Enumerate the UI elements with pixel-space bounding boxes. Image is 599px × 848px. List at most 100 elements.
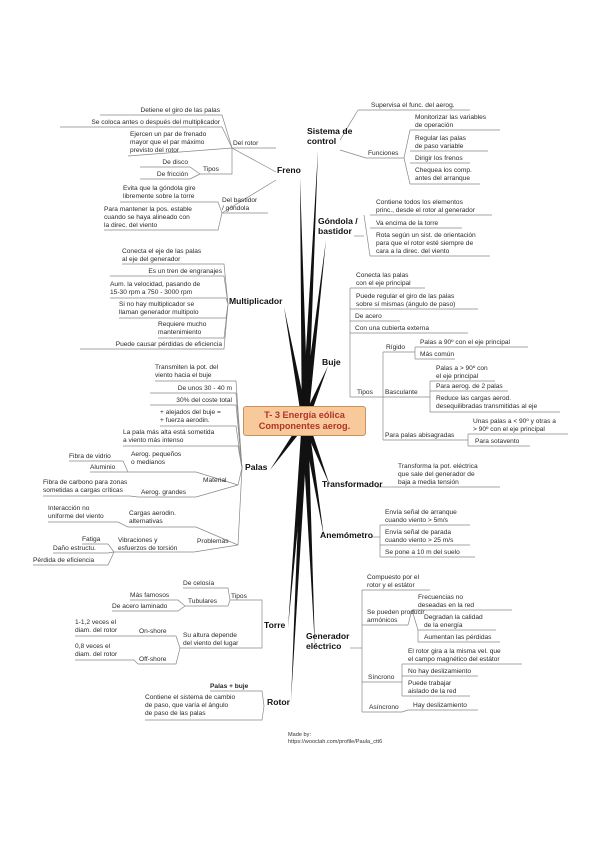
branch-generador-line1: Generador (306, 631, 350, 641)
torre-offshore-desc-1: 0,8 veces el (75, 643, 111, 650)
buje-bas-1a: Palas a > 90º con (436, 365, 488, 372)
connector-42 (138, 647, 181, 665)
buje-conecta-1: Conecta las palas (356, 272, 409, 279)
freno-evita: Evita que la góndola gire libremente sob… (123, 185, 196, 201)
torre-onshore-desc: 1-1,2 veces el diam. del rotor (75, 619, 117, 635)
connector-23 (128, 471, 239, 486)
connector-24 (43, 495, 139, 498)
buje-cubierta: Con una cubierta externa (355, 325, 430, 332)
connector-32 (114, 544, 239, 553)
buje-regular-1: Puede regular el giro de las palas (356, 293, 455, 300)
connector-37 (185, 599, 231, 607)
gen-producir-1: Se pueden producir (367, 609, 425, 616)
connector-33 (237, 467, 243, 546)
buje-bas-2: Para aerog. de 2 palas (436, 383, 503, 390)
sistema-chequea: Chequea los comp. antes del arranque (415, 167, 472, 183)
palas-tamano: De unos 30 - 40 m (177, 385, 232, 392)
freno-ejercen: Ejercen un par de frenado mayor que el p… (130, 131, 206, 156)
mult-aum-1: Aum. la velocidad, pasando de (110, 281, 201, 288)
palas-material: Material (203, 477, 227, 484)
gen-compuesto-1: Compuesto por el (367, 574, 420, 581)
gen-sin-1b: el campo magnético del estátor (408, 656, 500, 664)
central-rays (270, 150, 330, 701)
branch-gondola-line2: bastidor (318, 226, 352, 236)
anemometro-arranque-1: Envía señal de arranque (385, 509, 457, 516)
mult-conecta-2: al eje del generador (122, 256, 181, 264)
palas-carbono-2: sometidas a cargas críticas (43, 487, 123, 495)
branch-transformador: Transformador (322, 479, 383, 489)
torre-tubulares: Tubulares (188, 598, 218, 605)
torre-tipos: Tipos (231, 593, 247, 600)
connector-34 (183, 587, 231, 601)
branch-sistema-line1: Sistema de (307, 126, 353, 136)
freno-ejercen-3: previsto del rotor (130, 147, 180, 155)
palas-coste: 30% del coste total (176, 397, 232, 404)
branch-multiplicador: Multiplicador (229, 296, 283, 306)
branch-generador: Generador eléctrico (306, 631, 349, 651)
mult-sin-mult: Si no hay multiplicador se llaman genera… (119, 301, 199, 317)
central-topic-line1: T- 3 Energía eólica (264, 410, 345, 420)
buje-tipos: Tipos (357, 389, 373, 396)
freno-disco: De disco (162, 159, 188, 166)
anemometro-arranque: Envía señal de arranque cuando viento > … (385, 509, 457, 525)
palas-fuerza-1: + alejados del buje = (160, 409, 221, 416)
connector-53 (403, 157, 411, 185)
freno-mantener-1: Para mantener la pos. estable (104, 206, 192, 213)
gen-sin-1a: El rotor gira a la misma vel. que (408, 648, 501, 655)
connector-11 (110, 275, 229, 305)
palas-fuerza: + alejados del buje = + fuerza aerodin. (160, 409, 221, 425)
freno-evita-1: Evita que la góndola gire (123, 185, 196, 192)
anemometro-suelo: Se pone a 10 m del suelo (385, 549, 460, 556)
gen-producir: Se pueden producir armónicos (367, 609, 425, 625)
connector-28 (128, 526, 239, 546)
gen-compuesto: Compuesto por el rotor y el estátor (367, 574, 419, 590)
freno-mantener: Para mantener la pos. estable cuando se … (104, 206, 192, 231)
buje-regular-2: sobre sí mismas (ángulo de paso) (356, 301, 456, 309)
connector-2 (127, 147, 233, 157)
freno-bastidor-2: / góndola (222, 205, 250, 213)
anemometro-arranque-2: cuando viento > 5m/s (385, 517, 448, 525)
buje-rigido: Rígido (386, 344, 406, 351)
palas-transmiten-2: viento hacia el buje (155, 372, 212, 380)
freno-ejercen-2: mayor que el par máximo (130, 139, 205, 147)
central-topic-line2: Componentes aerog. (258, 421, 351, 431)
gen-aumentan: Aumentan las pérdidas (424, 634, 492, 641)
connector-26 (237, 467, 243, 486)
branch-anemometro: Anemómetro (320, 530, 374, 540)
mult-sin-mult-2: llaman generador multipolo (119, 309, 199, 317)
gen-sincrono: Síncrono (368, 674, 395, 681)
connector-27 (48, 521, 129, 528)
mult-mant-2: mantenimiento (158, 329, 202, 337)
connector-1 (60, 126, 233, 149)
buje-bas-1b: el eje principal (436, 373, 479, 381)
sistema-regular-1: Regular las palas (415, 135, 466, 142)
sistema-regular: Regular las palas de paso variable (415, 135, 466, 151)
branch-palas: Palas (245, 462, 268, 472)
branch-connectors (33, 109, 568, 721)
gen-degradan-2: de la energía (424, 622, 463, 630)
footer-url[interactable]: https://wooclah.com/profile/Paula_ctt6 (288, 739, 383, 745)
buje-abis-1b: > 90º con el eje principal (473, 426, 545, 434)
buje-conecta: Conecta las palas con el eje principal (356, 272, 411, 288)
gen-sin-3a: Puede trabajar (408, 680, 452, 687)
connector-10 (122, 263, 229, 305)
sistema-monitorizar: Monitorizar las variables de operación (415, 114, 486, 130)
branch-torre: Torre (264, 620, 286, 630)
branch-sistema-control: Sistema de control (307, 126, 352, 146)
connector-29 (82, 543, 115, 553)
connector-15 (80, 303, 229, 350)
connector-94 (407, 609, 413, 626)
palas-cargas-1: Cargas aerodin. (129, 510, 176, 517)
palas-pequenos: Aerog. pequeños o medianos (131, 451, 181, 467)
torre-onshore: On-shore (139, 628, 167, 635)
gen-frec-1: Frecuencias no (418, 594, 464, 601)
torre-altura: Su altura depende del viento del lugar (183, 632, 238, 648)
buje-bas-3: Reduce las cargas aerod. desequilibradas… (436, 395, 537, 411)
buje-acero: De acero (355, 313, 382, 320)
palas-problemas: Problemas (197, 538, 229, 545)
mult-aum: Aum. la velocidad, pasando de 15-30 rpm … (110, 281, 200, 297)
ray-gondola (301, 240, 326, 422)
connector-8 (104, 212, 223, 231)
gen-producir-2: armónicos (367, 617, 398, 625)
